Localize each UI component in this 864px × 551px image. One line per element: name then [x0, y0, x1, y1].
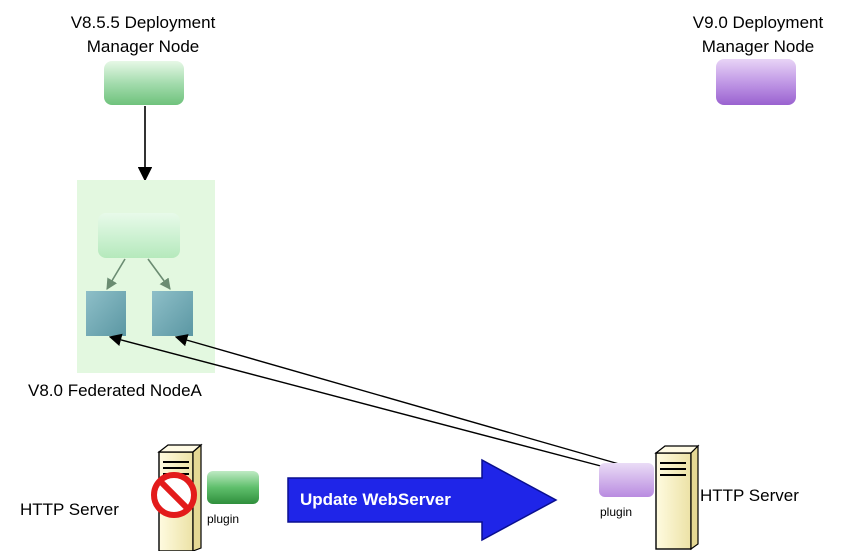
dm-old-label-line1: V8.5.5 Deployment	[70, 13, 216, 32]
dm-new-node-box	[716, 59, 796, 105]
dm-new-label-line1: V9.0 Deployment	[692, 13, 824, 32]
dm-new-label-line2: Manager Node	[701, 37, 815, 56]
no-entry-icon	[151, 472, 197, 518]
http-server-right-label: HTTP Server	[700, 486, 799, 505]
plugin-to-server1-arrow	[108, 333, 617, 471]
agent-to-server1-arrow	[106, 258, 126, 290]
http-server-left-label: HTTP Server	[20, 500, 119, 519]
plugin-left-label: plugin	[207, 512, 240, 526]
agent-to-server2-arrow	[147, 258, 171, 290]
update-webserver-arrow	[287, 458, 558, 542]
app-server-2-box	[152, 291, 193, 336]
dm-old-label-line2: Manager Node	[86, 37, 200, 56]
plugin-right-label: plugin	[600, 505, 633, 519]
app-server-1-box	[86, 291, 126, 336]
server-tower-icon	[654, 444, 700, 551]
federated-node-panel	[77, 180, 215, 373]
node-agent-box	[98, 213, 180, 258]
plugin-right-box	[599, 463, 654, 497]
plugin-left-box	[207, 471, 259, 504]
dm-old-node-box	[104, 61, 184, 105]
plugin-to-server2-arrow	[174, 334, 627, 467]
federated-node-label: V8.0 Federated NodeA	[28, 381, 202, 400]
update-webserver-label: Update WebServer	[300, 490, 451, 509]
